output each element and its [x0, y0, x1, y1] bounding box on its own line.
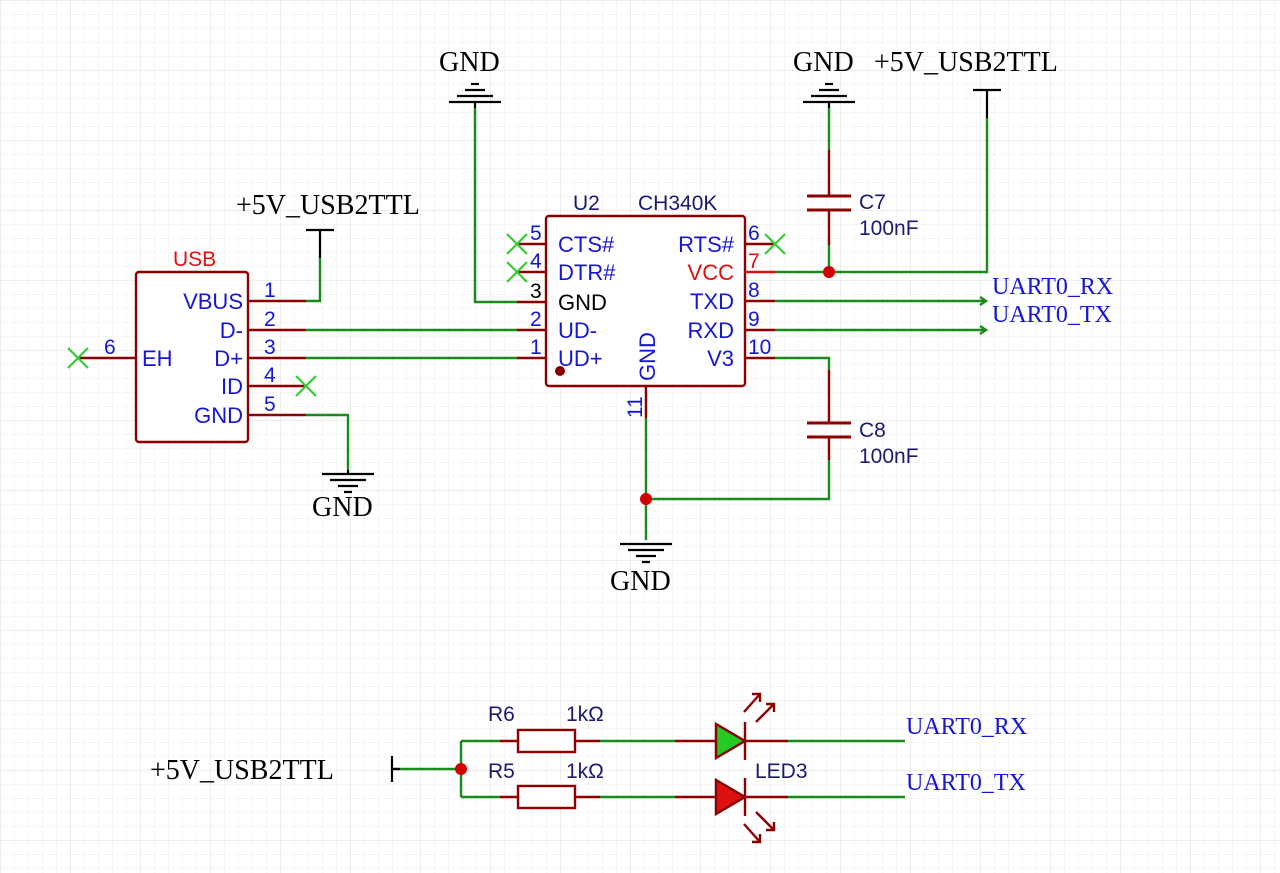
usb-designator: USB: [173, 248, 216, 271]
c7-value: 100nF: [859, 217, 919, 240]
usb-pin-num-1: 1: [264, 279, 276, 302]
u2-pin-name-udplus: UD+: [558, 346, 603, 371]
no-connect-u2-dtr: [506, 261, 528, 283]
usb-pin-name-gnd: GND: [194, 403, 243, 428]
led3: LED3: [675, 692, 808, 844]
junction-led: [455, 763, 467, 775]
r5-value: 1kΩ: [566, 760, 604, 783]
led-red-diode: [714, 777, 748, 817]
u2-pin-num-9: 9: [748, 308, 760, 331]
r6-designator: R6: [488, 703, 515, 726]
u2-pin1-marker: [555, 366, 565, 376]
r5-designator: R5: [488, 760, 515, 783]
u2-pin-num-6: 6: [748, 222, 760, 245]
usb-connector: USB VBUS D- D+ ID GND EH 1 2 3 4 5 6: [67, 248, 317, 444]
c8-designator: C8: [859, 419, 886, 442]
wire-usb-gnd: [306, 413, 350, 470]
capacitor-c7: C7 100nF: [807, 150, 919, 245]
net-label-uart-tx: UART0_TX: [992, 302, 1112, 328]
u2-pin-name-udminus: UD-: [558, 318, 597, 343]
u2-pin-name-dtr: DTR#: [558, 260, 616, 285]
u2-pin-num-7: 7: [748, 250, 760, 273]
resistor-r6: R6 1kΩ: [488, 703, 604, 754]
u2-pin-num-11: 11: [624, 396, 647, 418]
u2-pin-name-vcc: VCC: [688, 260, 735, 285]
wire-c8-gnd: [646, 460, 831, 501]
u2-pin-num-5: 5: [530, 222, 542, 245]
c7-designator: C7: [859, 191, 886, 214]
wires: [306, 108, 989, 799]
power-symbols: +5V_USB2TTL GND GND GND +5V_USB2TTL GND: [150, 47, 1113, 796]
no-connect-u2-rts: [764, 233, 786, 255]
net-label-uart-rx: UART0_RX: [992, 274, 1113, 300]
junction-gnd: [640, 493, 652, 505]
u2-pin-num-10: 10: [748, 336, 771, 359]
usb-pin-num-2: 2: [264, 308, 276, 331]
net-label-vusb-left: +5V_USB2TTL: [236, 190, 420, 221]
usb-pin-name-dplus: D+: [214, 346, 243, 371]
no-connect-usb-eh: [67, 347, 89, 369]
resistor-r5: R5 1kΩ: [488, 760, 604, 810]
wire-v3: [775, 356, 831, 370]
u2-pin-name-gnd-bottom: GND: [635, 332, 660, 381]
led-red-emission-arrows: [743, 811, 776, 844]
u2-pin-name-v3: V3: [707, 346, 734, 371]
usb-pin-name-vbus: VBUS: [183, 289, 243, 314]
no-connect-usb-id: [295, 375, 317, 397]
u2-pin-name-rts: RTS#: [678, 232, 735, 257]
capacitor-c8: C8 100nF: [807, 370, 919, 468]
usb-pin-num-5: 5: [264, 393, 276, 416]
r6-value: 1kΩ: [566, 703, 604, 726]
net-label-vusb-led: +5V_USB2TTL: [150, 755, 334, 786]
u2-designator: U2: [573, 192, 600, 215]
wire-u2-gnd-top: [473, 108, 517, 304]
net-label-gnd-bottom: GND: [610, 566, 671, 597]
u2-pin-name-txd: TXD: [690, 289, 734, 314]
u2-pin-num-3: 3: [530, 280, 542, 303]
u2-pin-name-cts: CTS#: [558, 232, 615, 257]
u2-ch340k: U2 CH340K CTS# DTR# GND UD- UD+ 5 4 3 2 …: [506, 192, 786, 418]
c8-value: 100nF: [859, 445, 919, 468]
usb-pin-num-6: 6: [104, 336, 116, 359]
usb-pin-num-4: 4: [264, 364, 276, 387]
usb-pin-name-dminus: D-: [220, 318, 243, 343]
junctions: [455, 266, 835, 775]
u2-pin-num-1: 1: [530, 336, 542, 359]
net-label-gnd-c7: GND: [793, 47, 854, 78]
net-label-uart-tx-led: UART0_TX: [906, 770, 1026, 796]
wire-vcc: [775, 118, 989, 274]
u2-pin-num-8: 8: [748, 279, 760, 302]
u2-pin-num-2: 2: [530, 308, 542, 331]
net-label-vusb-top: +5V_USB2TTL: [874, 47, 1058, 78]
wire-vbus: [306, 258, 322, 303]
led3-designator: LED3: [755, 760, 808, 783]
net-label-gnd-usb: GND: [312, 492, 373, 523]
u2-pin-name-gnd: GND: [558, 290, 607, 315]
net-label-uart-rx-led: UART0_RX: [906, 714, 1027, 740]
net-label-gnd-top: GND: [439, 47, 500, 78]
led-green-emission-arrows: [743, 692, 776, 723]
u2-pin-name-rxd: RXD: [688, 318, 734, 343]
usb-pin-name-eh: EH: [142, 346, 173, 371]
usb-pin-num-3: 3: [264, 336, 276, 359]
usb-pin-name-id: ID: [221, 374, 243, 399]
no-connect-u2-cts: [506, 233, 528, 255]
junction-vcc: [823, 266, 835, 278]
led-green-diode: [714, 721, 748, 761]
u2-part-number: CH340K: [638, 192, 717, 215]
u2-pin-num-4: 4: [530, 250, 542, 273]
